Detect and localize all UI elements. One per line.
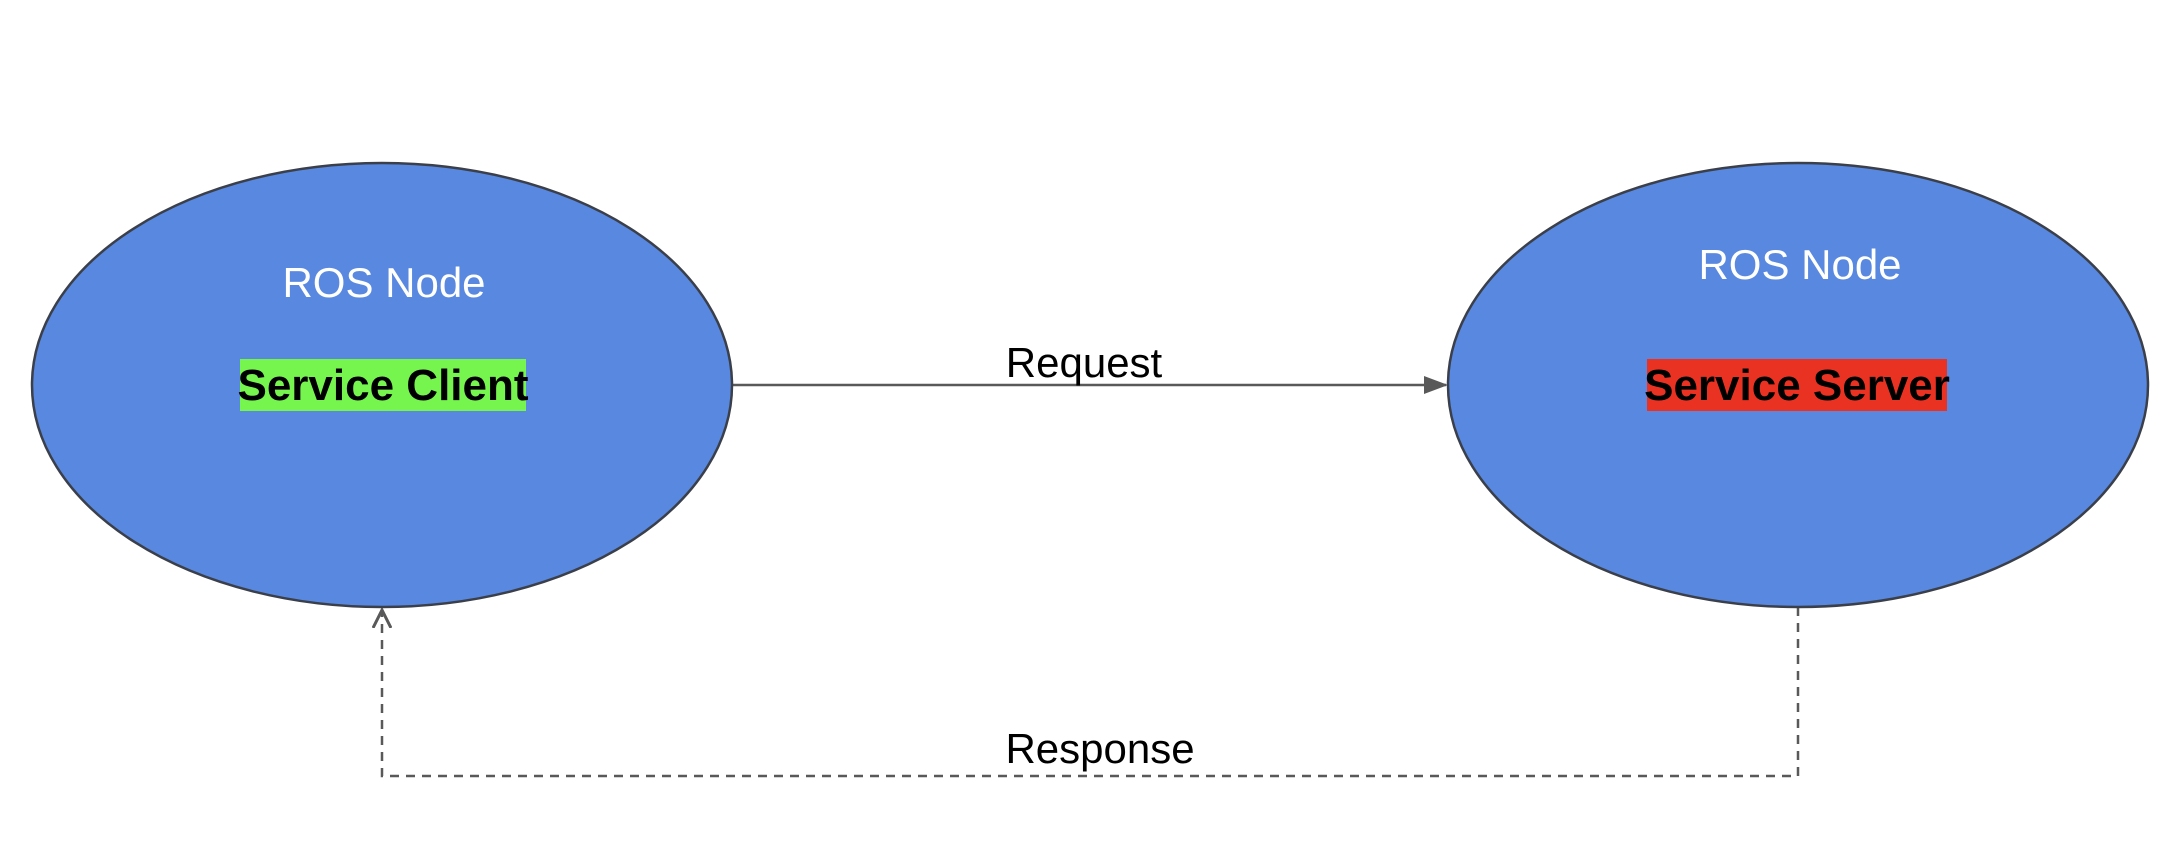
server-node-title: ROS Node: [1698, 241, 1901, 288]
response-arrow: [382, 607, 1800, 778]
node-service-client[interactable]: ROS Node Service Client: [30, 161, 734, 609]
response-label: Response: [1005, 725, 1194, 772]
request-label: Request: [1006, 339, 1163, 386]
server-role-highlight: [1647, 359, 1947, 411]
server-role-label: Service Server: [1644, 361, 1950, 410]
client-role-highlight: [240, 359, 526, 411]
client-node-title: ROS Node: [282, 259, 485, 306]
node-service-server[interactable]: ROS Node Service Server: [1446, 161, 2150, 609]
response-edge: Response: [382, 607, 1800, 778]
client-role-label: Service Client: [237, 361, 528, 410]
request-edge: Request: [732, 339, 1448, 394]
